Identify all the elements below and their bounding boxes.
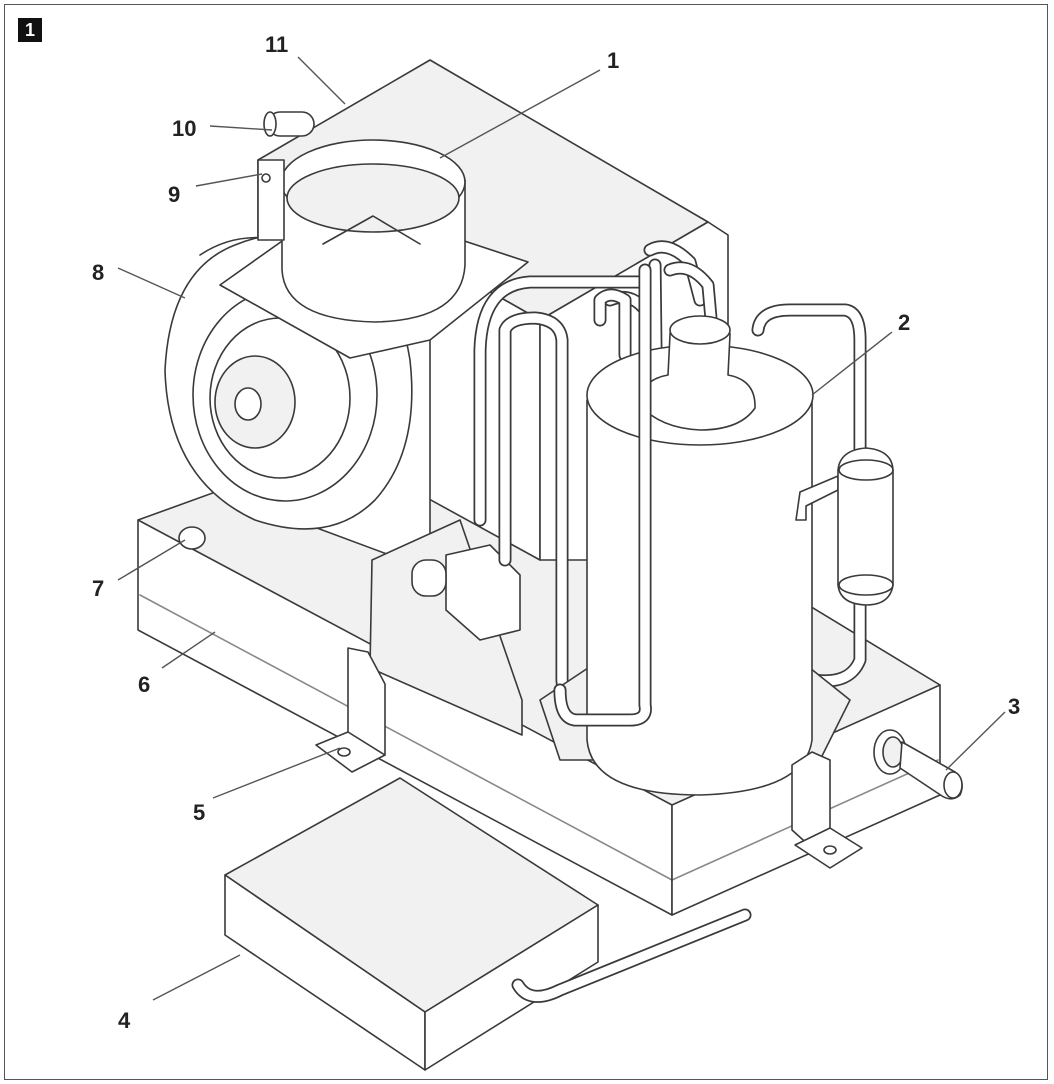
screw-housing (257, 159, 285, 241)
callout-4: 4 (118, 1008, 131, 1033)
callout-11: 11 (265, 32, 288, 57)
compressor (539, 263, 851, 796)
callout-3: 3 (1008, 694, 1020, 719)
water-hose-connector (873, 729, 963, 800)
drain-hole (178, 526, 206, 550)
callout-7: 7 (92, 576, 104, 601)
callout-8: 8 (92, 260, 104, 285)
mounting-foot-right (791, 751, 863, 869)
outlet-pipe-stub (263, 111, 315, 137)
control-bracket (369, 519, 523, 736)
mounting-foot-left (315, 647, 386, 773)
air-inlet (219, 139, 529, 359)
callout-6: 6 (138, 672, 150, 697)
power-supply-box (224, 777, 752, 1071)
callout-10: 10 (172, 116, 196, 141)
callout-2: 2 (898, 310, 910, 335)
callout-5: 5 (193, 800, 205, 825)
callout-1: 1 (607, 48, 619, 73)
callout-9: 9 (168, 182, 180, 207)
leader-lines (117, 56, 1006, 1001)
filter-drier (837, 447, 894, 606)
figure-number-badge: 1 (18, 18, 42, 42)
figure-frame (4, 4, 1048, 1080)
callouts: 1 2 3 4 5 6 7 8 9 10 11 (92, 32, 1020, 1033)
